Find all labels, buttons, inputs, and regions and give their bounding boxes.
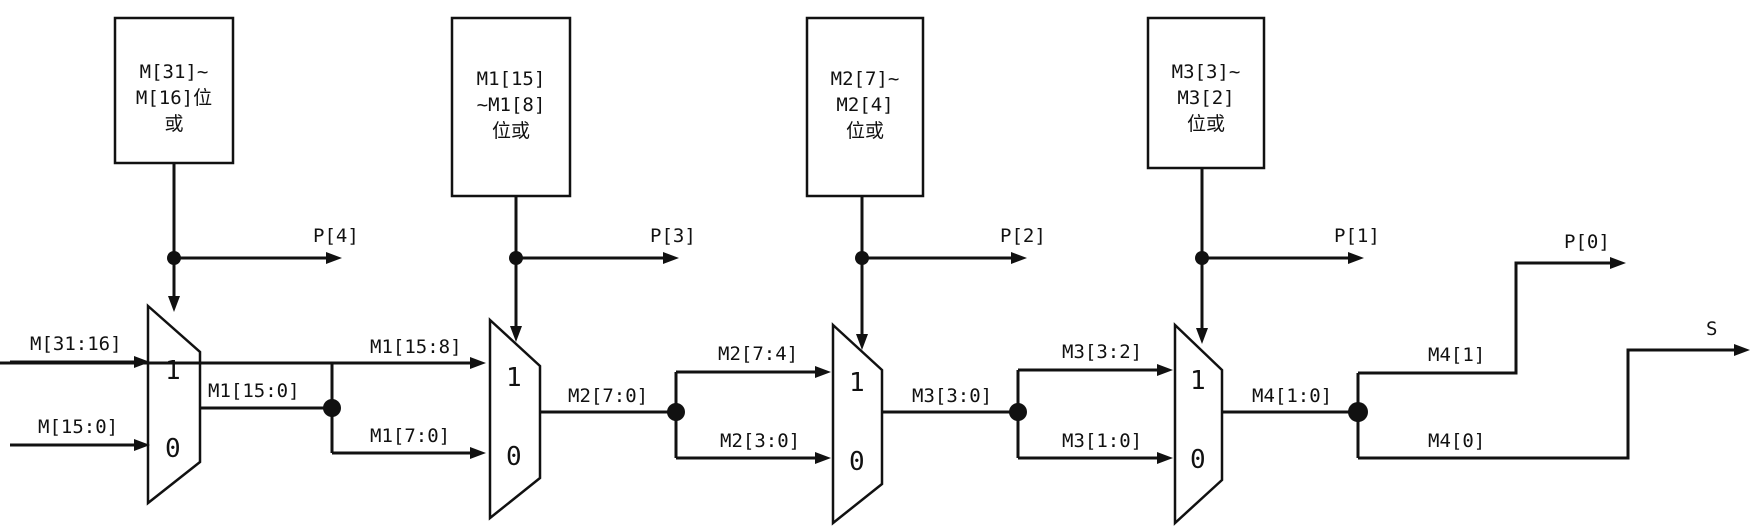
branch-2-lower-label: M2[3:0] [720,430,800,452]
mux-4-in1-label: 1 [1190,366,1206,396]
or-box-4-line-3: 位或 [1187,113,1225,135]
stage-1: M[31]~ M[16]位 或 P[4] 1 0 M[31:16] M[15:0… [10,16,359,506]
p0-label: P[0] [1564,231,1610,253]
or-box-1-line-2: M[16]位 [136,87,212,109]
mux-3-output-label: M3[3:0] [912,385,992,407]
branch-1-lower-label: M1[7:0] [370,425,450,447]
mux-1-output-label: M1[15:0] [208,380,300,402]
input-low-label: M[15:0] [38,416,118,438]
mux-1-in1-label: 1 [165,356,181,386]
p4-label: P[4] [313,225,359,247]
or-box-3-line-1: M2[7]~ [831,68,900,90]
branch-4-upper-label: M4[1] [1428,344,1485,366]
stage-3: M2[7:4] M2[3:0] M2[7]~ M2[4] 位或 P[2] 1 0… [674,16,1046,526]
mux-4 [1173,322,1224,526]
mux-4-in0-label: 0 [1190,445,1206,475]
p2-label: P[2] [1000,225,1046,247]
or-box-1-line-1: M[31]~ [140,61,209,83]
stage-2: M1[15:8] M1[7:0] M1[15] ~M1[8] 位或 P[3] 1… [0,16,696,521]
or-box-4 [1146,16,1266,170]
input-high-label: M[31:16] [30,333,122,355]
mux-2-output-label: M2[7:0] [568,385,648,407]
or-box-3-line-3: 位或 [846,120,884,142]
or-box-2-line-2: ~M1[8] [477,94,546,116]
stage-4: M3[3:2] M3[1:0] M3[3]~ M3[2] 位或 P[1] 1 0… [1016,16,1380,526]
outputs: P[0] M4[1] S M4[0] [1356,231,1750,460]
or-box-2-line-1: M1[15] [477,68,546,90]
p3-label: P[3] [650,225,696,247]
or-box-1-line-3: 或 [164,113,183,135]
branch-3-lower-label: M3[1:0] [1062,430,1142,452]
or-box-4-line-1: M3[3]~ [1172,61,1241,83]
mux-3-in0-label: 0 [849,447,865,477]
mux-1-in0-label: 0 [165,434,181,464]
mux-3 [831,322,884,526]
mux-3-in1-label: 1 [849,368,865,398]
mux-2 [488,317,542,521]
or-box-4-line-2: M3[2] [1177,87,1234,109]
or-box-1 [113,16,235,165]
branch-4-lower-label: M4[0] [1428,430,1485,452]
or-box-3 [805,16,925,198]
or-box-3-line-2: M2[4] [836,94,893,116]
mux-1 [146,303,202,506]
mux-2-in1-label: 1 [506,363,522,393]
branch-3-upper-label: M3[3:2] [1062,341,1142,363]
branch-2-upper-label: M2[7:4] [718,343,798,365]
or-box-2-line-3: 位或 [492,120,530,142]
mux-2-in0-label: 0 [506,442,522,472]
p1-label: P[1] [1334,225,1380,247]
mux-4-output-label: M4[1:0] [1252,385,1332,407]
branch-1-upper-label: M1[15:8] [370,336,462,358]
s-output-label: S [1706,318,1717,340]
or-box-2 [450,16,572,198]
